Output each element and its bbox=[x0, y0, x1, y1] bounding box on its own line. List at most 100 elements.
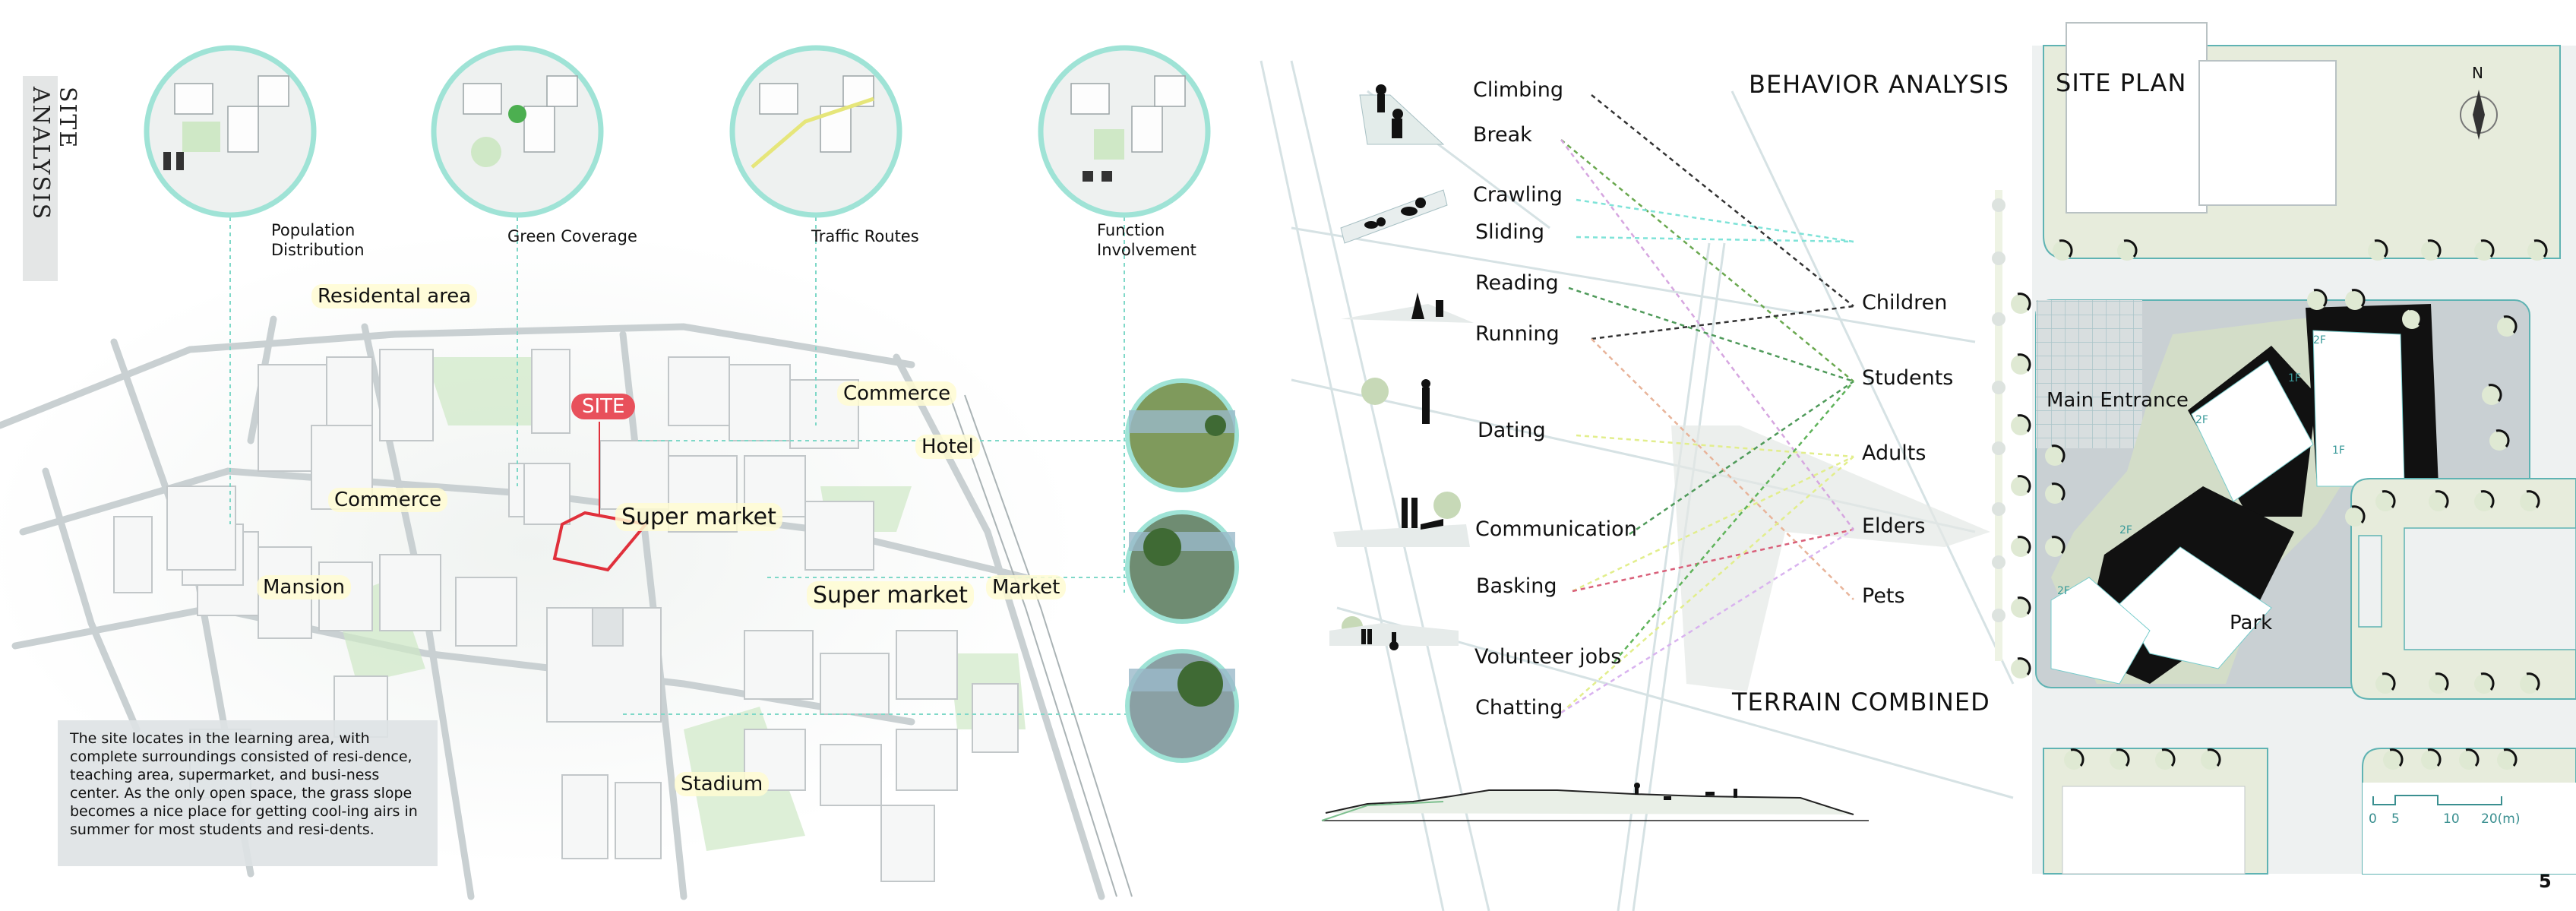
behavior-link bbox=[1591, 305, 1854, 340]
tree-icon bbox=[2375, 674, 2395, 694]
map-label-stadium: Stadium bbox=[675, 772, 770, 796]
activity-label: Communication bbox=[1475, 517, 1637, 541]
floor-label: 2F bbox=[2195, 414, 2208, 426]
user-group-label: Children bbox=[1862, 291, 1948, 315]
tree-icon bbox=[2474, 674, 2494, 694]
behavior-link bbox=[1591, 94, 1854, 307]
map-label-mansion: Mansion bbox=[257, 575, 351, 599]
map-label-hotel: Hotel bbox=[915, 435, 980, 459]
scale-tick: 20(m) bbox=[2481, 811, 2521, 827]
activity-label: Basking bbox=[1476, 574, 1557, 598]
tree-icon bbox=[2402, 309, 2422, 329]
activity-label: Reading bbox=[1475, 271, 1559, 295]
behavior-link bbox=[1576, 198, 1854, 243]
activity-silhouettes bbox=[1329, 84, 1474, 650]
tree-icon bbox=[2345, 290, 2365, 310]
behavior-link bbox=[1629, 380, 1854, 536]
behavior-link bbox=[1560, 528, 1854, 714]
activity-label: Sliding bbox=[1475, 220, 1545, 244]
scale-tick: 5 bbox=[2391, 811, 2400, 827]
behavior-link bbox=[1560, 456, 1854, 713]
floor-label: 2F bbox=[2057, 585, 2070, 597]
tree-icon bbox=[2497, 317, 2517, 337]
circle-label-function: Function Involvement bbox=[1097, 221, 1196, 259]
tree-icon bbox=[2011, 659, 2031, 679]
activity-label: Running bbox=[1475, 322, 1560, 346]
tree-icon bbox=[2117, 241, 2137, 261]
tree-icon bbox=[2155, 750, 2175, 770]
tree-icon bbox=[2011, 598, 2031, 618]
user-group-label: Pets bbox=[1862, 584, 1905, 608]
tree-icon bbox=[2421, 241, 2441, 261]
tree-icon bbox=[2053, 241, 2072, 261]
north-label: N bbox=[2472, 64, 2483, 82]
map-label-residental: Residental area bbox=[311, 284, 478, 308]
tree-icon bbox=[2429, 492, 2448, 511]
tree-icon bbox=[2520, 674, 2540, 694]
tree-icon bbox=[2474, 241, 2494, 261]
tree-icon bbox=[2383, 750, 2403, 770]
tree-icon bbox=[2045, 537, 2065, 557]
tree-icon bbox=[2527, 241, 2547, 261]
north-arrow-icon bbox=[2460, 90, 2498, 140]
circle-label-green: Green Coverage bbox=[507, 227, 637, 245]
analysis-circles bbox=[144, 45, 1211, 218]
behavior-link bbox=[1560, 139, 1854, 530]
tree-icon bbox=[2307, 290, 2327, 310]
floor-label: 1F bbox=[2288, 372, 2301, 384]
tree-icon bbox=[2459, 750, 2479, 770]
tree-icon bbox=[2011, 355, 2031, 375]
tree-icon bbox=[2345, 507, 2365, 527]
tree-icon bbox=[2489, 431, 2509, 451]
tree-icon bbox=[2045, 446, 2065, 466]
user-group-label: Elders bbox=[1862, 514, 1926, 538]
tree-icon bbox=[2497, 750, 2517, 770]
site-badge: SITE bbox=[571, 394, 636, 419]
behavior-link bbox=[1572, 455, 1854, 593]
photo-circles bbox=[1125, 378, 1239, 763]
behavior-links bbox=[1560, 94, 1854, 714]
tree-icon bbox=[2011, 476, 2031, 496]
floor-label: 2F bbox=[2119, 524, 2132, 536]
tree-icon bbox=[2520, 492, 2540, 511]
map-label-market: Market bbox=[986, 575, 1067, 599]
tree-icon bbox=[2064, 750, 2084, 770]
activity-label: Break bbox=[1473, 123, 1532, 147]
user-group-label: Adults bbox=[1862, 441, 1926, 465]
map-label-commerce: Commerce bbox=[328, 488, 448, 512]
tree-icon bbox=[2011, 537, 2031, 557]
tree-icon bbox=[2429, 674, 2448, 694]
scale-bar bbox=[2372, 795, 2502, 805]
section-title-terrain: TERRAIN COMBINED bbox=[1732, 688, 1990, 716]
main-entrance-label: Main Entrance bbox=[2047, 389, 2189, 412]
tree-icon bbox=[2011, 294, 2031, 314]
section-title-behavior: BEHAVIOR ANALYSIS bbox=[1749, 70, 2009, 99]
activity-label: Chatting bbox=[1475, 696, 1563, 720]
tree-icon bbox=[2201, 750, 2220, 770]
user-group-label: Students bbox=[1862, 366, 1954, 390]
floor-label: 1F bbox=[2332, 444, 2345, 457]
tree-icon bbox=[2045, 484, 2065, 504]
activity-label: Crawling bbox=[1473, 183, 1563, 207]
map-label-commerce: Commerce bbox=[837, 381, 957, 406]
floor-label: 2F bbox=[2313, 334, 2326, 346]
scale-tick: 10 bbox=[2443, 811, 2460, 827]
tree-icon bbox=[2375, 492, 2395, 511]
page-number: 5 bbox=[2539, 871, 2552, 892]
tree-icon bbox=[2011, 416, 2031, 435]
scale-tick: 0 bbox=[2369, 811, 2377, 827]
tree-icon bbox=[2110, 750, 2129, 770]
site-plan bbox=[2011, 22, 2576, 875]
tree-icon bbox=[2474, 492, 2494, 511]
activity-label: Dating bbox=[1478, 419, 1546, 442]
terrain-section bbox=[1321, 783, 1869, 821]
section-title-site-analysis: SITE ANALYSIS bbox=[23, 76, 81, 281]
behavior-link bbox=[1591, 338, 1854, 600]
city-model bbox=[0, 45, 1239, 900]
site-outline bbox=[552, 511, 649, 572]
park-label: Park bbox=[2230, 612, 2273, 634]
behavior-link bbox=[1614, 381, 1854, 663]
map-label-supermarket: Super market bbox=[615, 503, 782, 531]
tree-icon bbox=[2421, 750, 2441, 770]
